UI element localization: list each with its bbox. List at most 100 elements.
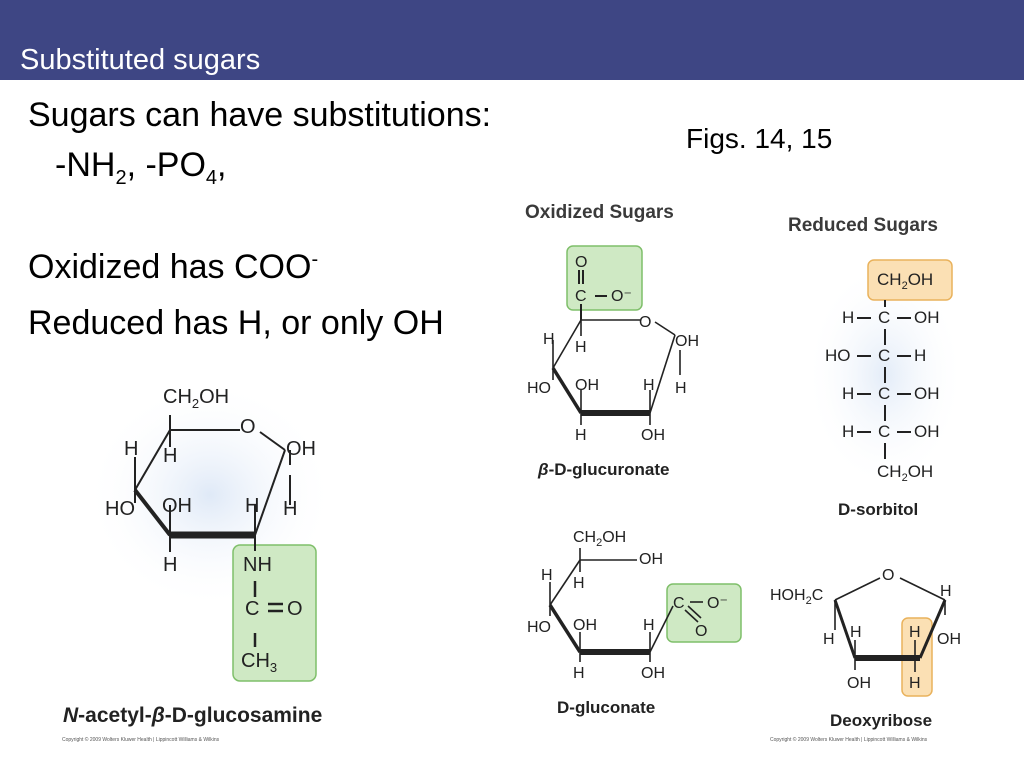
ch2oh-label: CH2OH xyxy=(573,529,626,549)
h-label: H xyxy=(675,380,687,397)
carbonyl-c-label: C xyxy=(245,598,259,620)
sorbitol-row-1: H C OH xyxy=(842,308,940,327)
atom-label: OH xyxy=(199,386,229,408)
h-label: H xyxy=(543,331,555,348)
oh-label: OH xyxy=(641,665,665,682)
h-label: H xyxy=(573,665,585,682)
carbonyl-o-label: O xyxy=(287,598,303,620)
bullet-substitutions: Sugars can have substitutions: xyxy=(28,96,492,134)
h-label: H xyxy=(823,631,835,648)
h-label: H xyxy=(940,583,952,600)
carboxyl-c-label: C xyxy=(673,595,685,612)
atom-label: 3 xyxy=(270,660,277,675)
ho-label: HO xyxy=(527,619,551,636)
atom-label: OH xyxy=(914,308,940,327)
atom-label: OH xyxy=(602,529,626,546)
oh-label: OH xyxy=(847,675,871,692)
sorbitol-structure: CH2OH H C OH HO C H H C OH H C OH CH2OH xyxy=(805,259,965,490)
atom-label: C xyxy=(878,422,890,441)
reduced-heading: Reduced Sugars xyxy=(788,215,938,236)
sorbitol-row-3: H C OH xyxy=(842,384,940,403)
h-label: H xyxy=(245,495,259,517)
gluconate-caption: D-gluconate xyxy=(557,698,656,717)
atom-label: CH xyxy=(877,270,902,289)
n-acetyl-glucosamine-structure: CH2OH O OH H H HO OH H H H NH C O CH3 xyxy=(85,380,335,682)
h-label: H xyxy=(283,498,297,520)
atom-label: OH xyxy=(914,422,940,441)
bullet-reduced: Reduced has H, or only OH xyxy=(28,304,444,342)
h-label: H xyxy=(541,567,553,584)
oh-label: OH xyxy=(639,551,663,568)
hoh2c-label: HOH2C xyxy=(770,587,823,607)
deoxyribose-structure: HOH2C O H H H H OH OH H xyxy=(770,567,961,697)
atom-label: OH xyxy=(908,270,934,289)
ch2oh-label: CH2OH xyxy=(163,386,229,411)
ch2oh-label: CH2OH xyxy=(877,270,933,292)
nh-label: NH xyxy=(243,554,272,576)
atom-label: HOH xyxy=(770,587,806,604)
h-label: H xyxy=(124,438,138,460)
ho-label: HO xyxy=(105,498,135,520)
atom-label: H xyxy=(842,422,854,441)
atom-label: C xyxy=(812,587,824,604)
oh-label: OH xyxy=(162,495,192,517)
atom-label: H xyxy=(842,308,854,327)
sorbitol-row-4: H C OH xyxy=(842,422,940,441)
deoxyribose-caption: Deoxyribose xyxy=(830,711,933,730)
ring-oxygen-label: O xyxy=(240,416,256,438)
title-bar: Substituted sugars xyxy=(0,0,1024,80)
oh-label: OH xyxy=(641,427,665,444)
figure-reference: Figs. 14, 15 xyxy=(686,123,833,154)
glucuronate-caption: β-D-glucuronate xyxy=(538,460,670,479)
atom-label: 2 xyxy=(596,537,602,549)
atom-label: H xyxy=(842,384,854,403)
oh-label: OH xyxy=(573,617,597,634)
h-label: H xyxy=(573,575,585,592)
glucuronate-structure: O C O⁻ O OH H H HO OH H H H OH xyxy=(527,245,699,444)
atom-label: C xyxy=(878,346,890,365)
nag-caption: N-acetyl-β-D-glucosamine xyxy=(63,704,323,727)
atom-label: H xyxy=(914,346,926,365)
atom-label: OH xyxy=(908,462,934,481)
atom-label: CH xyxy=(163,386,192,408)
atom-label: 2 xyxy=(806,595,812,607)
atom-label: 2 xyxy=(902,280,908,292)
atom-label: 2 xyxy=(192,396,199,411)
slide-title: Substituted sugars xyxy=(20,44,261,76)
h-label: H xyxy=(163,554,177,576)
atom-label: CH xyxy=(241,650,270,672)
bullet-substitution-groups: -NH2, -PO4, xyxy=(55,146,227,189)
copyright-left: Copyright © 2009 Wolters Kluwer Health |… xyxy=(62,737,220,743)
h-label: H xyxy=(909,624,921,641)
h-label: H xyxy=(163,445,177,467)
oxidized-heading: Oxidized Sugars xyxy=(525,202,674,223)
copyright-right: Copyright © 2009 Wolters Kluwer Health |… xyxy=(770,737,928,743)
h-label: H xyxy=(909,675,921,692)
ch2oh-label: CH2OH xyxy=(877,462,933,484)
atom-label: C xyxy=(878,308,890,327)
carboxylate-o-label: O⁻ xyxy=(611,288,632,305)
bullet-oxidized: Oxidized has COO- xyxy=(28,248,319,286)
h-label: H xyxy=(643,617,655,634)
h-label: H xyxy=(850,624,862,641)
h-label: H xyxy=(575,339,587,356)
atom-label: 2 xyxy=(902,472,908,484)
oh-label: OH xyxy=(286,438,316,460)
atom-label: CH xyxy=(573,529,596,546)
oh-label: OH xyxy=(675,333,699,350)
sorbitol-row-2: HO C H xyxy=(825,346,926,365)
ring-oxygen-label: O xyxy=(882,567,894,584)
carboxylate-o-label: O⁻ xyxy=(707,595,728,612)
h-label: H xyxy=(643,377,655,394)
h-label: H xyxy=(575,427,587,444)
carboxyl-c-label: C xyxy=(575,288,587,305)
sorbitol-caption: D-sorbitol xyxy=(838,500,919,519)
atom-label: C xyxy=(878,384,890,403)
ho-label: HO xyxy=(527,380,551,397)
carboxyl-o-label: O xyxy=(575,254,587,271)
atom-label: CH xyxy=(877,462,902,481)
ring-oxygen-label: O xyxy=(639,314,651,331)
gluconate-structure: CH2OH OH H H HO OH H C O⁻ O H OH xyxy=(527,529,742,682)
atom-label: HO xyxy=(825,346,851,365)
carbonyl-o-label: O xyxy=(695,623,707,640)
